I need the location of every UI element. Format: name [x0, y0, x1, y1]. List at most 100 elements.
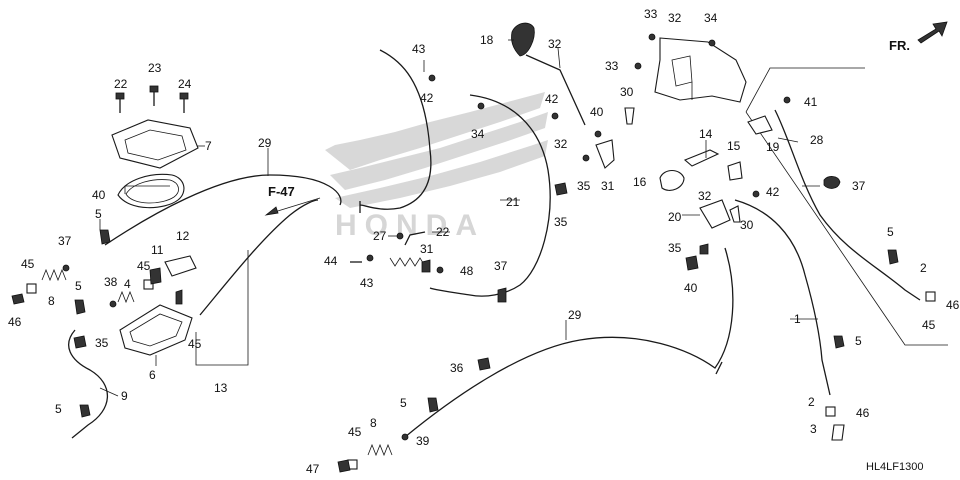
clip-33: [699, 243, 709, 255]
callout-4: 4: [124, 277, 131, 291]
nut-40-a: [594, 130, 602, 138]
callouts: 22 23 24 7 40 5 29 37 45 8 46 11 12 4 45…: [8, 7, 960, 476]
callout-43: 43: [412, 42, 426, 56]
nut-40-c: [752, 190, 760, 198]
callout-24: 31: [601, 179, 615, 193]
cable-22: [404, 247, 734, 438]
bolt-30-top: [624, 107, 635, 125]
callout-30: 30: [740, 218, 754, 232]
sleeve-3: [831, 424, 845, 441]
callout-45: 45: [137, 259, 151, 273]
bolt-47: [436, 266, 444, 274]
cover-7: [111, 119, 199, 169]
sleeve-45-b: [143, 279, 154, 290]
lever-24: [595, 139, 615, 169]
callout-34: 35: [577, 179, 591, 193]
clip-31: [421, 259, 431, 273]
bracket-28: [654, 37, 747, 103]
callout-37: 39: [416, 434, 430, 448]
cable-19: [429, 94, 551, 297]
callout-37: 38: [104, 275, 118, 289]
callout-41: 42: [545, 92, 559, 106]
spring-8-bottom: [367, 443, 393, 457]
clamp-35-a: [73, 335, 87, 349]
clamp-35-c: [477, 357, 491, 371]
callout-26: 32: [548, 37, 562, 51]
bolt-29-right: [179, 92, 189, 113]
callout-23: 29: [258, 136, 272, 150]
callout-5: 5: [887, 225, 894, 239]
honda-watermark: HONDA: [325, 92, 548, 242]
spring-8-left: [41, 268, 67, 282]
clamp-5-c: [79, 404, 91, 418]
callout-11: 12: [176, 229, 190, 243]
callout-45: 45: [922, 318, 936, 332]
ring-37-c: [401, 433, 409, 441]
callout-2: 2: [808, 395, 815, 409]
callout-20: 22: [436, 225, 450, 239]
callout-7: 7: [205, 139, 212, 153]
callout-9: 9: [121, 389, 128, 403]
clamp-5-b: [74, 299, 86, 315]
callout-25: 32: [554, 137, 568, 151]
callout-5: 5: [400, 396, 407, 410]
clamp-35-d: [823, 176, 841, 189]
cable-main-upper: [359, 49, 432, 210]
callout-29: 23: [148, 61, 162, 75]
bracket-17: [747, 115, 773, 135]
clamp-5-d: [427, 397, 439, 413]
nut-40-b: [783, 96, 791, 104]
callout-5: 5: [55, 402, 62, 416]
callout-16: 18: [480, 33, 494, 47]
callout-38: 40: [92, 188, 106, 202]
knob-16: [511, 22, 535, 57]
callout-12: 13: [214, 381, 228, 395]
clamp-35-b: [554, 182, 568, 196]
gasket-38: [117, 173, 185, 209]
reference-label: F-47: [268, 184, 295, 199]
bar-39: [685, 255, 699, 271]
gasket-38-inner: [125, 179, 179, 204]
nut-41: [551, 112, 559, 120]
ring-37-b: [109, 300, 117, 308]
callout-14: 15: [727, 139, 741, 153]
washer-34: [582, 154, 590, 162]
bolt-48: [175, 289, 183, 305]
nut-32-b: [708, 39, 716, 47]
callout-42: 42: [420, 91, 434, 105]
callout-3: 3: [810, 422, 817, 436]
reference-arrow-icon: [264, 206, 279, 216]
callout-30: 30: [620, 85, 634, 99]
lever-13: [683, 149, 720, 167]
clamp-5-e: [887, 249, 899, 265]
sleeve-45-d: [925, 291, 936, 302]
bracket-18: [699, 199, 731, 229]
front-direction-indicator: FR.: [889, 21, 948, 53]
rod-20: [404, 231, 426, 246]
callout-29: 24: [178, 77, 192, 91]
housing-6: [119, 304, 193, 356]
callout-5: 5: [75, 279, 82, 293]
pin-14: [727, 161, 743, 181]
bolt-29-left: [115, 92, 125, 113]
inset-outline: [745, 67, 948, 346]
callout-15: 16: [633, 175, 647, 189]
cable-23: [104, 174, 342, 246]
callout-45: 45: [21, 257, 35, 271]
callout-5: 5: [95, 207, 102, 221]
clamp-5-f: [833, 335, 845, 349]
cable-9: [68, 329, 109, 439]
callout-35: 35: [554, 215, 568, 229]
leader-lines: [99, 39, 820, 397]
housing-6-inner: [129, 313, 183, 347]
clamp-5-a: [99, 229, 111, 245]
callout-45: 46: [856, 406, 870, 420]
callout-10: 11: [151, 243, 164, 257]
callout-6: 6: [149, 368, 156, 382]
callout-32: 34: [704, 11, 718, 25]
callout-31: 31: [420, 242, 434, 256]
nut-32-a: [648, 33, 656, 41]
lever-26: [525, 54, 586, 126]
callout-44: 45: [188, 337, 202, 351]
